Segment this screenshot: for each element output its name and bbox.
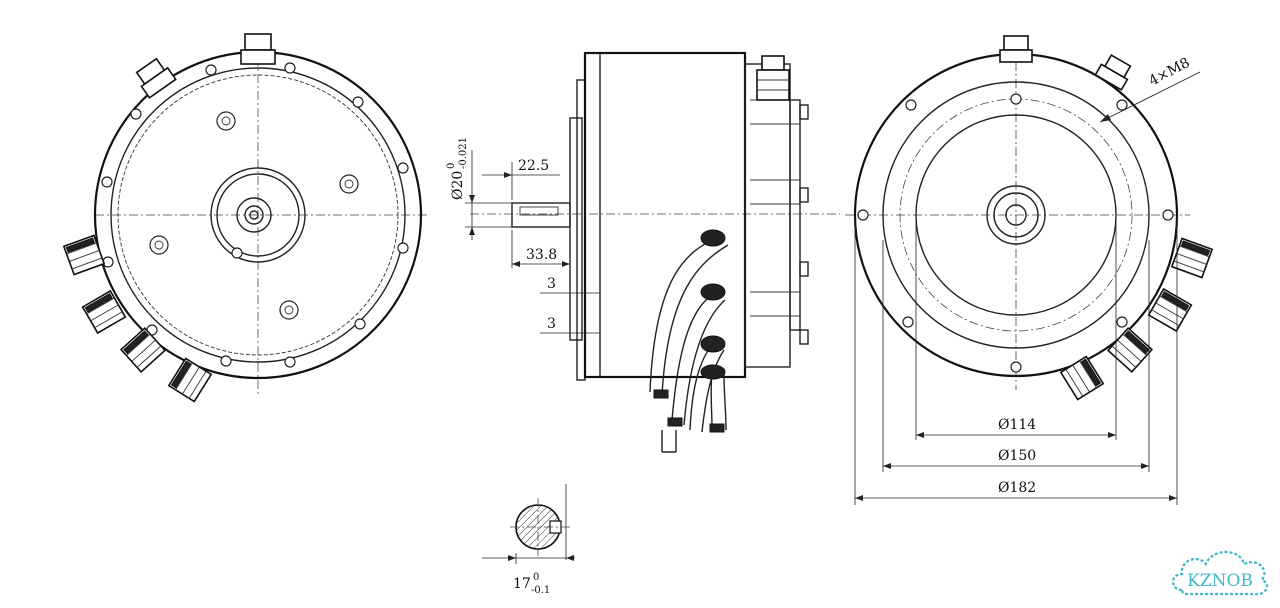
side-view: 22.5 33.8 3 3 Ø20 0 -0.021 xyxy=(446,51,840,453)
dim-3b-label: 3 xyxy=(547,316,556,332)
dim-bolt-circle-label: Ø114 xyxy=(998,417,1036,433)
dim-shaft-diameter-label: Ø20 xyxy=(450,171,466,200)
dim-inner-diameter-label: Ø150 xyxy=(998,448,1036,464)
front-view: 4×M8 Ø114 Ø150 Ø182 xyxy=(845,35,1214,505)
dim-thread-callout: 4×M8 xyxy=(1146,55,1192,90)
dim-outer-diameter-label: Ø182 xyxy=(998,480,1036,496)
logo-text: KZNOB xyxy=(1187,571,1253,591)
shaft-section: 17 0 -0.1 xyxy=(482,484,575,596)
dim-33-8-label: 33.8 xyxy=(526,247,557,263)
dim-shaft-tol-upper: 0 xyxy=(446,163,457,169)
dim-key-width-label: 17 xyxy=(513,576,531,592)
dim-key-tol-lower: -0.1 xyxy=(531,585,550,596)
brand-logo: KZNOB xyxy=(1171,550,1269,596)
dim-shaft-tol-lower: -0.021 xyxy=(458,137,469,169)
dim-22-5-label: 22.5 xyxy=(518,158,549,174)
dim-key-tol-upper: 0 xyxy=(533,572,539,583)
rear-view xyxy=(62,33,430,403)
dim-3a-label: 3 xyxy=(547,276,556,292)
